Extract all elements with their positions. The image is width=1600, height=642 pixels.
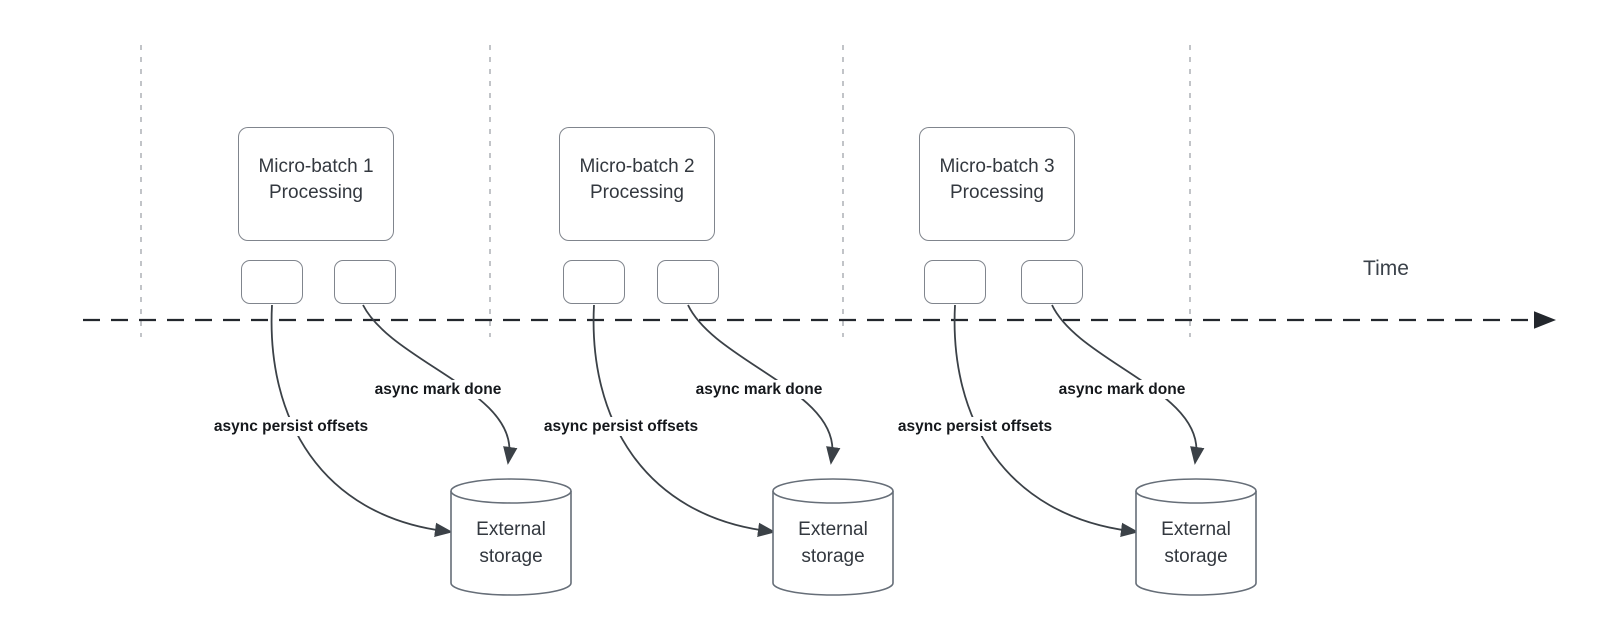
persist-offsets-label-2: async persist offsets xyxy=(540,417,702,436)
micro-batch-2-title-line2: Processing xyxy=(590,182,684,203)
mark-done-task-box-1 xyxy=(334,260,396,304)
persist-offsets-task-box-1 xyxy=(241,260,303,304)
persist-offsets-label-1: async persist offsets xyxy=(210,417,372,436)
micro-batch-1-processing-box: Micro-batch 1 Processing xyxy=(238,127,394,241)
external-storage-label-1: External storage xyxy=(476,519,546,567)
persist-offsets-task-box-2 xyxy=(563,260,625,304)
mark-done-arrow-1 xyxy=(362,304,518,465)
external-storage-label-2: External storage xyxy=(798,519,868,567)
time-axis-label: Time xyxy=(1363,257,1409,280)
persist-offsets-label-3: async persist offsets xyxy=(894,417,1056,436)
micro-batch-1-title-line1: Micro-batch 1 xyxy=(258,156,374,177)
micro-batch-3-processing-box: Micro-batch 3 Processing xyxy=(919,127,1075,241)
mark-done-label-1: async mark done xyxy=(371,380,505,399)
mark-done-task-box-3 xyxy=(1021,260,1083,304)
persist-offsets-arrow-2 xyxy=(592,304,776,537)
external-storage-cylinder-1 xyxy=(450,478,572,596)
persist-offsets-arrow-1 xyxy=(270,304,453,537)
mark-done-label-3: async mark done xyxy=(1055,380,1189,399)
persist-offsets-arrow-3 xyxy=(953,304,1139,537)
mark-done-task-box-2 xyxy=(657,260,719,304)
external-storage-cylinder-2 xyxy=(772,478,894,596)
external-storage-label-3: External storage xyxy=(1161,519,1231,567)
micro-batch-2-processing-box: Micro-batch 2 Processing xyxy=(559,127,715,241)
micro-batch-3-title-line1: Micro-batch 3 xyxy=(939,156,1055,177)
persist-offsets-task-box-3 xyxy=(924,260,986,304)
mark-done-label-2: async mark done xyxy=(692,380,826,399)
micro-batch-1-title-line2: Processing xyxy=(269,182,363,203)
mark-done-arrow-2 xyxy=(687,304,841,465)
micro-batch-2-title-line1: Micro-batch 2 xyxy=(579,156,695,177)
external-storage-cylinder-3 xyxy=(1135,478,1257,596)
micro-batch-3-title-line2: Processing xyxy=(950,182,1044,203)
mark-done-arrow-3 xyxy=(1051,304,1205,465)
